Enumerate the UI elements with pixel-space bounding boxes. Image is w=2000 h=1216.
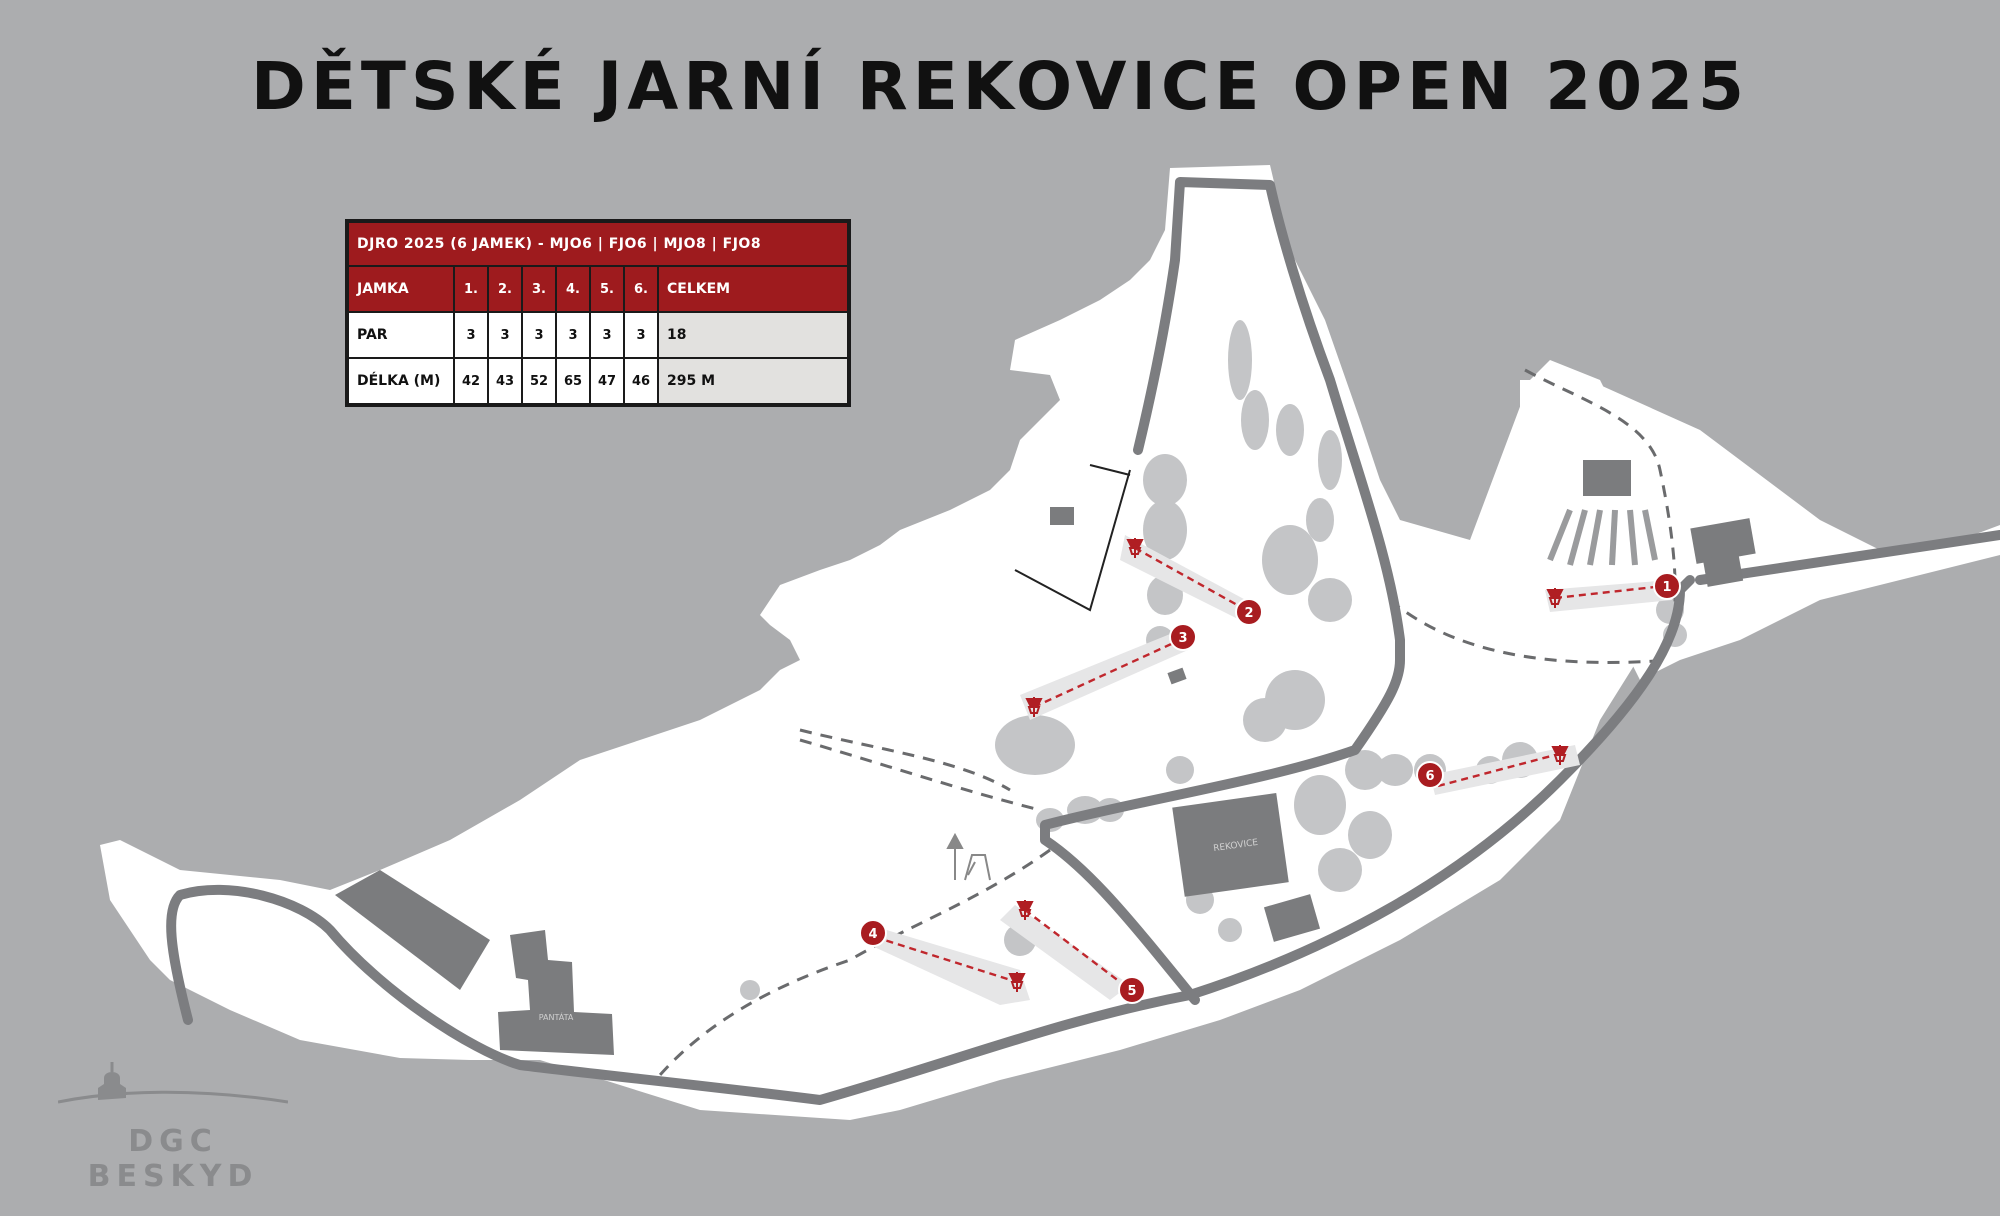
table-cell: 3 bbox=[555, 311, 591, 359]
brand-logo: DGC BESKYD bbox=[57, 1050, 289, 1194]
row-total: 18 bbox=[657, 311, 850, 359]
building-rekovice bbox=[1172, 793, 1289, 897]
building-pantata bbox=[498, 930, 614, 1055]
row-label: DÉLKA (M) bbox=[346, 357, 455, 406]
table-cell: 42 bbox=[453, 357, 489, 406]
svg-text:3: 3 bbox=[1178, 631, 1187, 646]
basket-icon bbox=[1008, 972, 1026, 992]
playground-icon bbox=[946, 832, 991, 881]
scorecard-caption-row: DJRO 2025 (6 JAMEK) - MJO6 | FJO6 | MJO8… bbox=[346, 220, 850, 267]
tee-marker-5: 5 bbox=[1118, 976, 1146, 1004]
church-icon bbox=[57, 1062, 289, 1104]
table-cell: 65 bbox=[555, 357, 591, 406]
svg-text:2: 2 bbox=[1244, 606, 1253, 621]
buildings bbox=[335, 460, 1756, 1055]
tee-marker-6: 6 bbox=[1416, 761, 1444, 789]
building-east bbox=[1690, 518, 1756, 564]
table-row: PAR 3 3 3 3 3 3 18 bbox=[346, 311, 850, 359]
building-shed-2 bbox=[1167, 667, 1187, 685]
roads bbox=[166, 177, 2000, 1105]
tee-marker-1: 1 bbox=[1653, 572, 1681, 600]
row-total: 295 M bbox=[657, 357, 850, 406]
label-pantata: PANTÁTA bbox=[539, 1011, 574, 1022]
table-cell: 3 bbox=[521, 311, 557, 359]
hole-header: 6. bbox=[623, 265, 659, 313]
hole-lines bbox=[874, 546, 1665, 989]
table-row: DÉLKA (M) 42 43 52 65 47 46 295 M bbox=[346, 357, 850, 406]
brand-name: DGC BESKYD bbox=[87, 1124, 259, 1194]
hole-header: 3. bbox=[521, 265, 557, 313]
scorecard-table: DJRO 2025 (6 JAMEK) - MJO6 | FJO6 | MJO8… bbox=[346, 220, 850, 406]
building-small-1 bbox=[1263, 894, 1321, 942]
tee-marker-2: 2 bbox=[1235, 598, 1263, 626]
table-cell: 47 bbox=[589, 357, 625, 406]
row-label: PAR bbox=[346, 311, 455, 359]
bleachers bbox=[1547, 508, 1658, 566]
road-loop bbox=[1040, 177, 1405, 1005]
header-label: JAMKA bbox=[346, 265, 455, 313]
boundary bbox=[1014, 464, 1131, 612]
svg-text:1: 1 bbox=[1662, 580, 1671, 595]
total-header: CELKEM bbox=[657, 265, 850, 313]
basket-icon bbox=[1126, 538, 1144, 558]
building-tent bbox=[1583, 460, 1631, 496]
hole-header: 2. bbox=[487, 265, 523, 313]
basket-icon bbox=[1546, 588, 1564, 608]
tee-markers: 1 2 3 4 5 6 bbox=[859, 572, 1681, 1004]
road-main bbox=[166, 575, 1695, 1105]
road-east bbox=[1695, 530, 2000, 585]
table-cell: 3 bbox=[453, 311, 489, 359]
svg-text:6: 6 bbox=[1425, 769, 1434, 784]
hole-header: 4. bbox=[555, 265, 591, 313]
table-cell: 52 bbox=[521, 357, 557, 406]
hole-header: 1. bbox=[453, 265, 489, 313]
svg-text:4: 4 bbox=[868, 927, 877, 942]
baskets bbox=[1008, 538, 1569, 992]
table-cell: 43 bbox=[487, 357, 523, 406]
table-cell: 46 bbox=[623, 357, 659, 406]
scorecard-header-row: JAMKA 1. 2. 3. 4. 5. 6. CELKEM bbox=[346, 265, 850, 313]
page-title: DĚTSKÉ JARNÍ REKOVICE OPEN 2025 bbox=[251, 48, 1749, 125]
table-cell: 3 bbox=[487, 311, 523, 359]
table-cell: 3 bbox=[589, 311, 625, 359]
basket-icon bbox=[1025, 697, 1043, 717]
building-shed-1 bbox=[1050, 507, 1074, 525]
building-west bbox=[335, 870, 490, 990]
building-east-2 bbox=[1702, 553, 1744, 587]
tee-marker-3: 3 bbox=[1169, 623, 1197, 651]
hole-header: 5. bbox=[589, 265, 625, 313]
basket-icon bbox=[1016, 900, 1034, 920]
svg-text:5: 5 bbox=[1127, 984, 1136, 999]
scorecard-caption: DJRO 2025 (6 JAMEK) - MJO6 | FJO6 | MJO8… bbox=[346, 220, 850, 267]
tee-marker-4: 4 bbox=[859, 919, 887, 947]
basket-icon bbox=[1551, 745, 1569, 765]
table-cell: 3 bbox=[623, 311, 659, 359]
trees bbox=[740, 320, 1687, 1000]
